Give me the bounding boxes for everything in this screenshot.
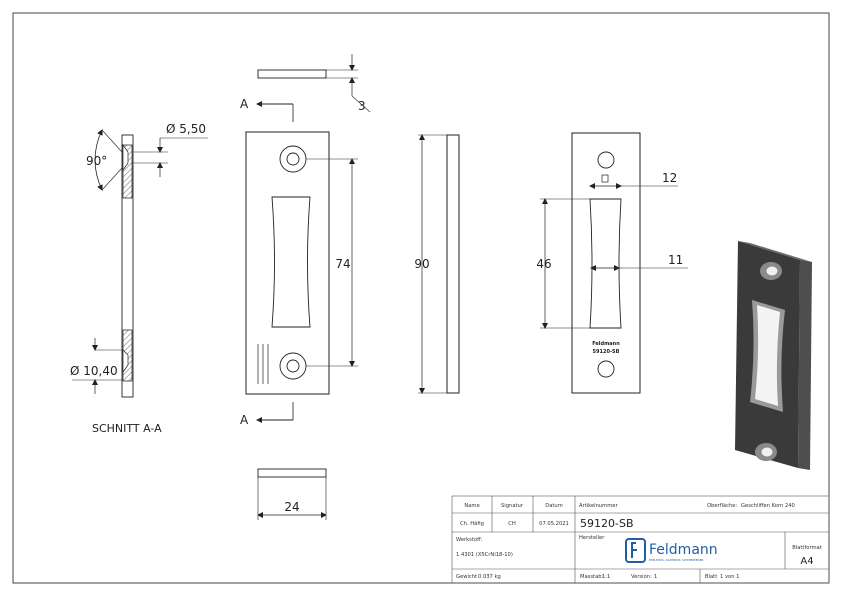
back-view	[540, 132, 688, 394]
feldmann-logo: Feldmann EDELSTAHL, ALUMINIUM, SCHMIEDEE…	[625, 538, 718, 563]
tb-header-surface: Oberfläche:	[707, 503, 737, 509]
angle-dim-label: 90°	[86, 154, 107, 168]
section-arrow-label-top: A	[240, 97, 249, 111]
isometric-render	[735, 241, 812, 470]
tb-header-version: Version:	[631, 574, 652, 580]
engraving-article: 59120-SB	[593, 349, 620, 355]
tb-value-weight: 0.037 kg	[478, 574, 501, 580]
height-dim-label: 90	[414, 257, 429, 271]
tb-header-signature: Signatur	[501, 503, 524, 509]
thickness-dim-label: 3	[358, 99, 366, 113]
tb-header-name: Name	[464, 503, 479, 509]
tb-header-material: Werkstoff:	[456, 537, 483, 543]
hole-spacing-dim-label: 74	[335, 257, 350, 271]
section-view	[72, 129, 208, 398]
small-hole-dim-label: Ø 5,50	[166, 122, 206, 136]
title-block	[451, 495, 830, 584]
engraving-brand: Feldmann	[592, 341, 620, 347]
tb-value-article-number: 59120-SB	[580, 517, 634, 530]
tb-value-surface: Geschliffen Korn 240	[741, 503, 795, 509]
section-title: SCHNITT A-A	[92, 422, 162, 435]
tb-header-sheet-format: Blattformat	[792, 545, 822, 551]
slot-width-mid-dim-label: 11	[668, 253, 683, 267]
tb-header-date: Datum	[545, 503, 563, 509]
tb-header-article-number: Artikelnummer	[579, 503, 618, 509]
drawing-frame	[12, 12, 830, 584]
tb-value-sheet-format: A4	[800, 556, 813, 567]
slot-length-dim-label: 46	[536, 257, 551, 271]
logo-tagline: EDELSTAHL, ALUMINIUM, SCHMIEDEEISEN	[649, 558, 703, 562]
tb-value-name: Ch. Häfig	[460, 521, 484, 527]
front-view	[245, 54, 371, 520]
slot-width-top-dim-label: 12	[662, 171, 677, 185]
logo-name: Feldmann	[649, 542, 718, 558]
tb-header-weight: Gewicht	[456, 574, 477, 580]
tb-value-version: 1	[654, 574, 657, 580]
tb-value-material: 1.4301 (X5CrNi18-10)	[456, 552, 513, 558]
side-view	[418, 134, 460, 394]
section-arrow-label-bottom: A	[240, 413, 249, 427]
tb-value-scale: 1:1	[602, 574, 610, 580]
width-dim-label: 24	[284, 500, 299, 514]
tb-value-date: 07.05.2021	[539, 521, 569, 527]
tb-value-sheet: 1 von 1	[720, 574, 739, 580]
tb-header-sheet: Blatt	[705, 574, 717, 580]
tb-header-scale: Masstab:	[580, 574, 604, 580]
tb-value-signature: CH	[508, 521, 516, 527]
tb-header-manufacturer: Hersteller	[579, 535, 605, 541]
large-hole-dim-label: Ø 10,40	[70, 364, 118, 378]
